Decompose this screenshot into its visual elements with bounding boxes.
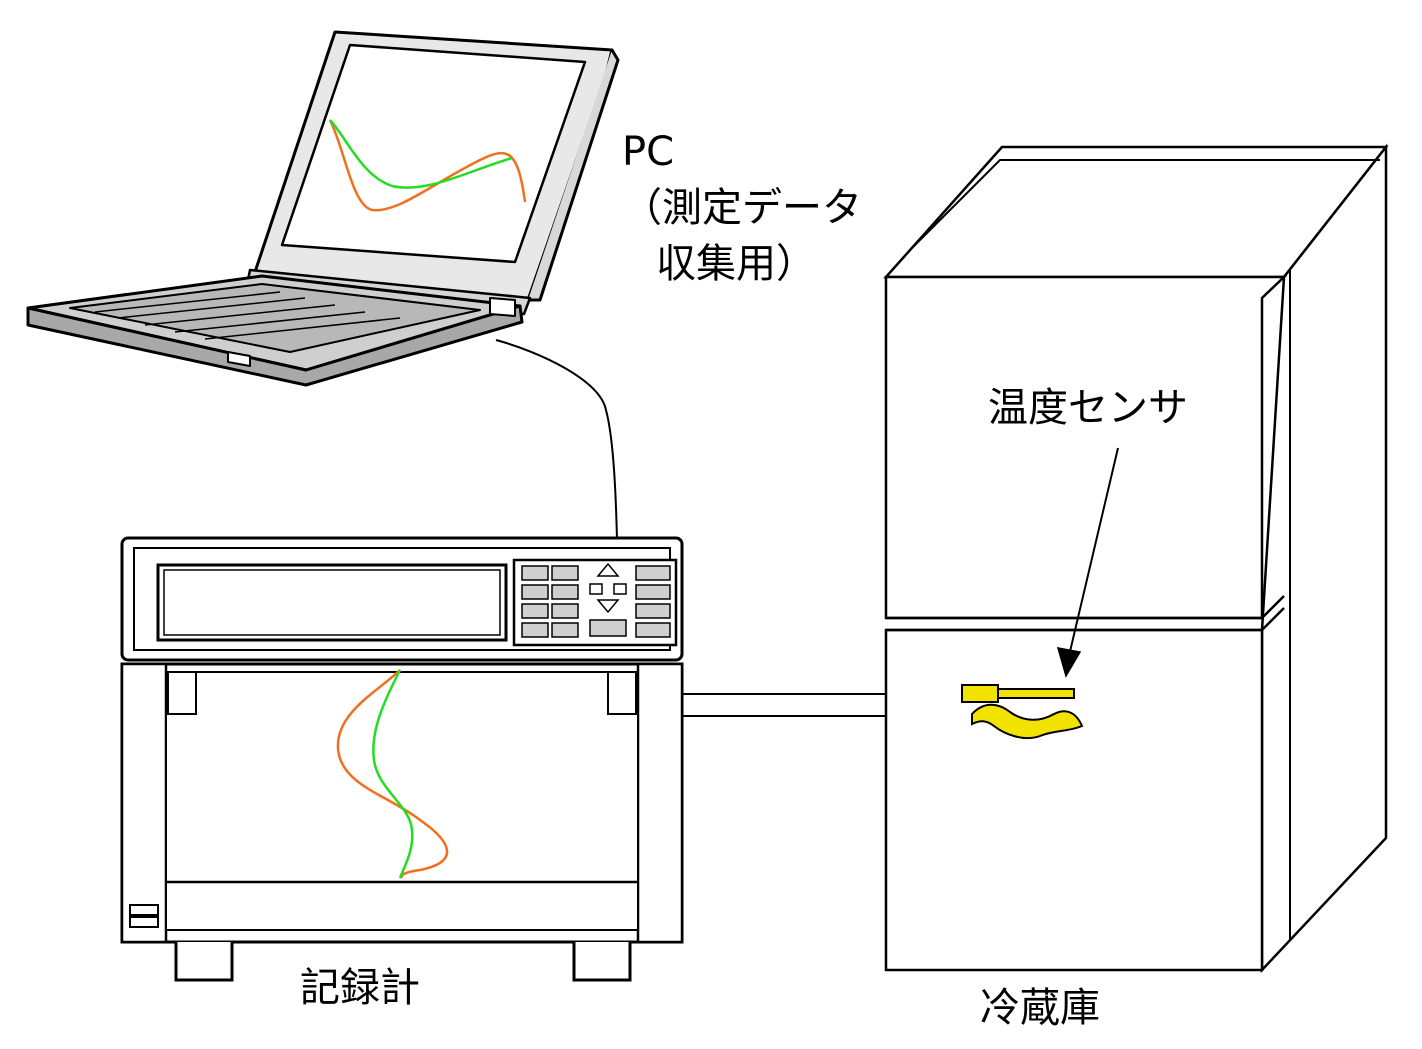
recorder-trace-green: [372, 669, 414, 879]
sensor-pointer-arrow: [1056, 447, 1119, 678]
fridge-label: 冷蔵庫: [980, 985, 1100, 1031]
laptop-trace-green: [329, 119, 513, 189]
recorder-icon: [120, 536, 684, 982]
laptop-trace-orange: [328, 119, 527, 212]
refrigerator-icon: [883, 143, 1389, 974]
temperature-sensor-icon: [961, 684, 1084, 740]
recorder-trace-orange: [336, 669, 449, 879]
pc-cable: [495, 339, 618, 541]
pc-label: PC: [622, 129, 675, 175]
recorder-label: 記録計: [300, 965, 420, 1011]
pc-purpose-label: （測定データ: [622, 185, 862, 231]
laptop-icon: [26, 30, 620, 387]
pc-purpose-label-2: 収集用）: [656, 241, 816, 287]
sensor-label: 温度センサ: [988, 385, 1188, 431]
